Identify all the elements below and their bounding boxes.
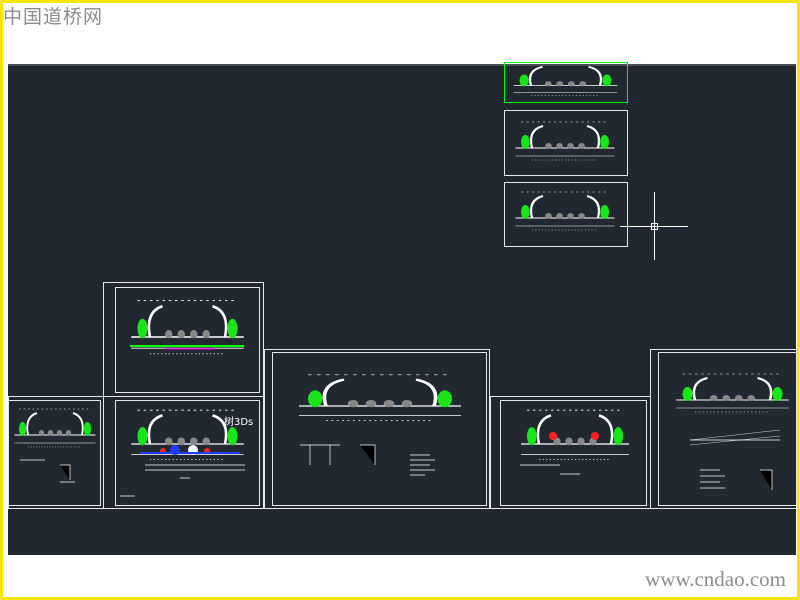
section-d <box>519 408 631 461</box>
section-top-1 <box>512 62 619 97</box>
sheet-d-inner <box>500 400 647 506</box>
cad-model-space[interactable] <box>8 64 796 555</box>
watermark-top: 中国道桥网 <box>3 6 104 28</box>
section-top-2 <box>514 120 616 162</box>
sheet-e-inner <box>658 352 797 506</box>
sheet-b-inner <box>115 400 260 506</box>
sheet-c-outer <box>264 349 490 509</box>
section-top-3 <box>514 190 616 232</box>
sheet-top-1 <box>504 62 628 103</box>
sheet-a-outer <box>103 282 264 397</box>
sheet-top-3 <box>504 182 628 247</box>
sheet-left-inner <box>8 400 101 506</box>
sheet-c-inner <box>272 352 487 506</box>
section-left <box>13 408 97 448</box>
crosshair-cursor-icon <box>620 192 688 260</box>
sheet-e-outer <box>650 349 800 509</box>
section-c <box>297 372 463 423</box>
sheet-d-outer <box>490 396 651 509</box>
watermark-bottom: www.cndao.com <box>645 567 786 591</box>
sheet-a-inner <box>115 287 260 393</box>
section-e <box>675 372 790 414</box>
sheet-label: 树3Ds <box>224 415 253 428</box>
sheet-top-2 <box>504 110 628 176</box>
sheet-left-outer <box>8 396 104 509</box>
